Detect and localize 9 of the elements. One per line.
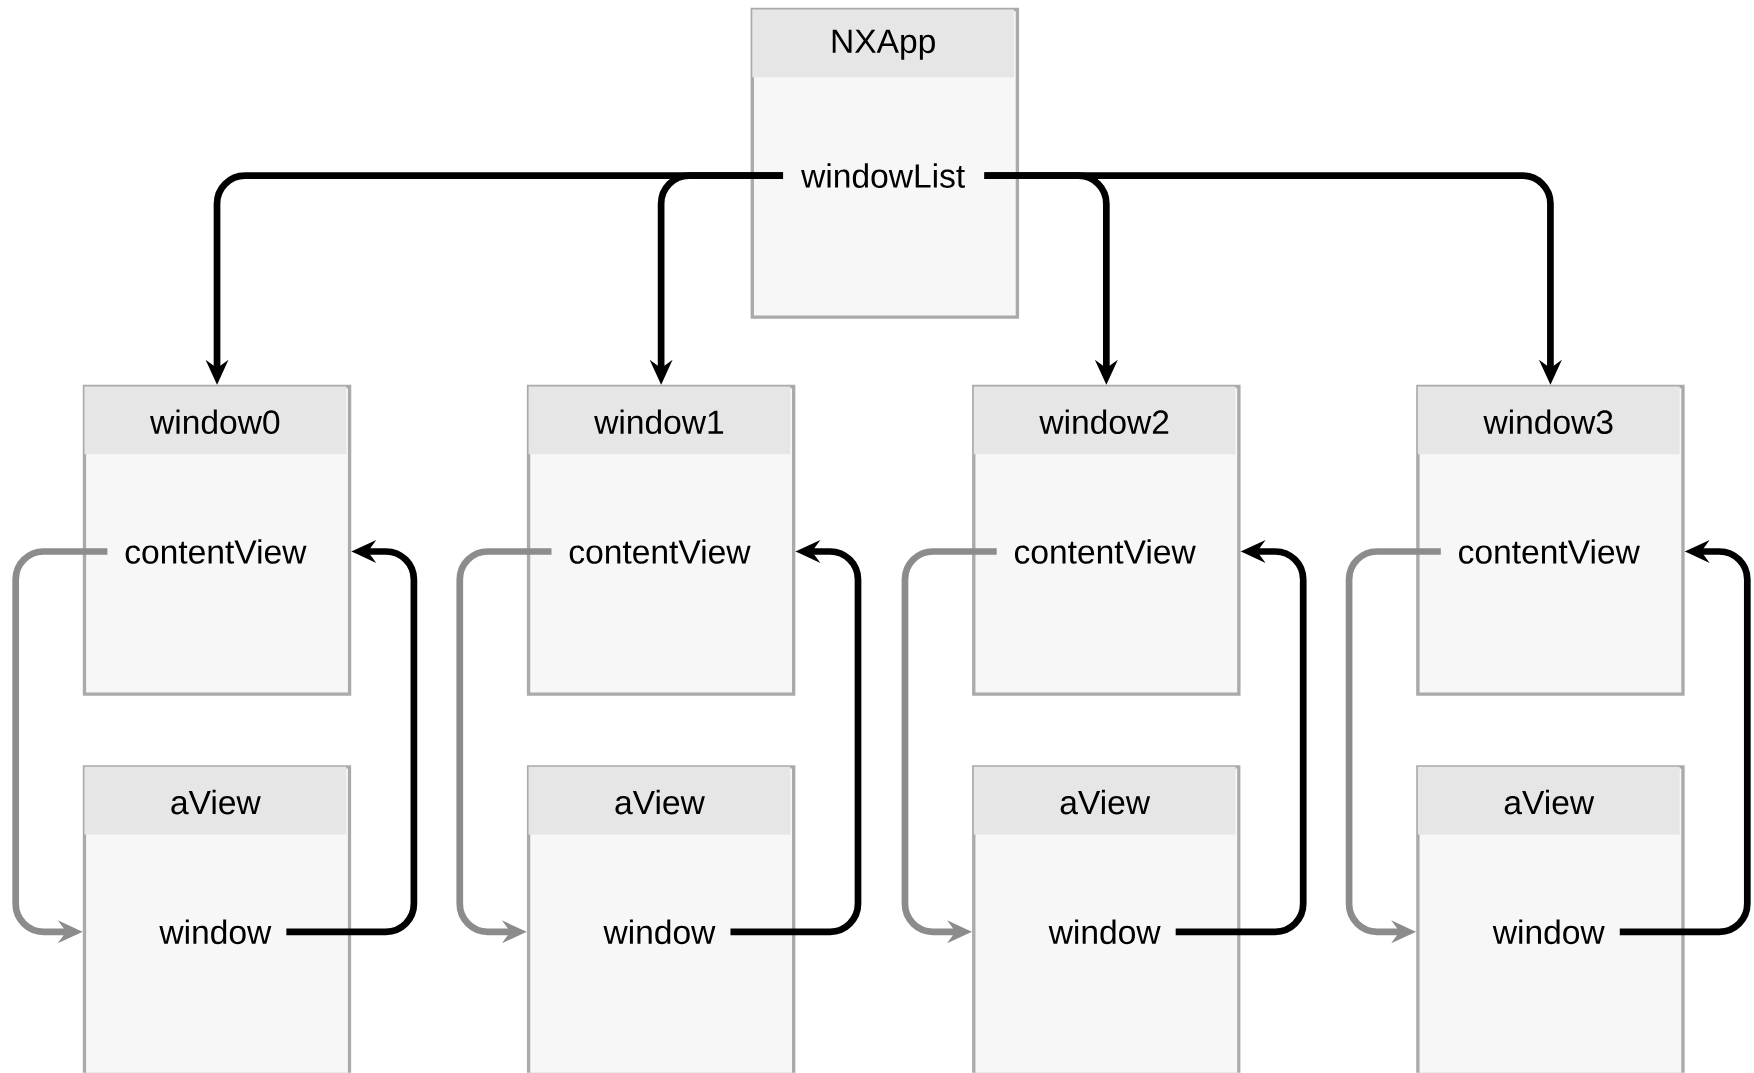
object-box: window1 contentView bbox=[526, 384, 796, 696]
object-box: aView window bbox=[1416, 765, 1685, 1073]
object-box: window2 contentView bbox=[972, 384, 1241, 696]
object-box: aView window bbox=[526, 765, 796, 1073]
object-box: aView window bbox=[82, 765, 352, 1073]
object-box: window0 contentView bbox=[82, 384, 352, 696]
object-box: aView window bbox=[972, 765, 1241, 1073]
object-box: window3 contentView bbox=[1416, 384, 1685, 696]
object-box: NXApp windowList bbox=[750, 7, 1020, 319]
